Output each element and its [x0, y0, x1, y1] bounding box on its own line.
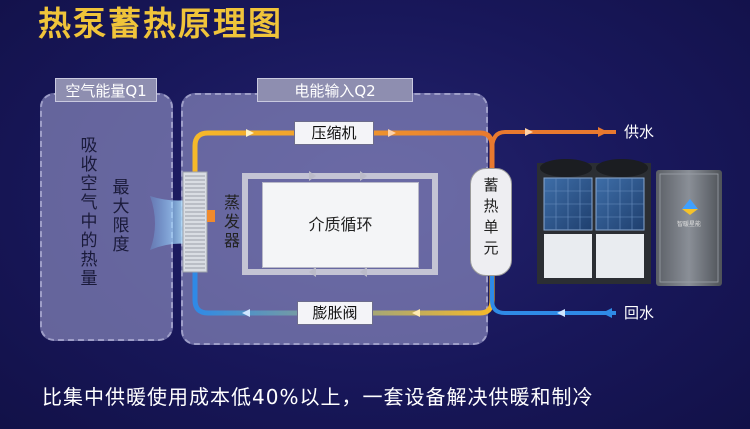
return-pipe — [490, 274, 610, 315]
return-water-label: 回水 — [624, 304, 655, 322]
supply-pipe — [490, 130, 610, 172]
bottom-slogan: 比集中供暖使用成本低40%以上，一套设备解决供暖和制冷 — [42, 385, 594, 409]
electric-energy-label: 电能输入Q2 — [257, 78, 413, 102]
storage-unit: 蓄热单元 — [470, 168, 512, 276]
evaporator-text: 蒸发器 — [223, 193, 240, 250]
boiler-logo-text: 智暖星能 — [676, 221, 701, 228]
arrow-supply-1 — [525, 128, 533, 136]
page-title: 热泵蓄热原理图 — [38, 4, 283, 43]
air-energy-panel — [40, 93, 173, 341]
arrow-bot-1 — [242, 309, 250, 317]
arrow-bot-2 — [412, 309, 420, 317]
compressor-label: 压缩机 — [294, 121, 374, 145]
expansion-valve-label: 膨胀阀 — [297, 301, 373, 325]
supply-water-label: 供水 — [624, 123, 655, 141]
storage-boiler — [656, 170, 722, 286]
air-flow-fan — [150, 196, 188, 250]
medium-circulation-box: 介质循环 — [262, 182, 419, 268]
arrow-top-1 — [246, 129, 254, 137]
heat-pump-unit — [537, 159, 651, 284]
arrow-return-1 — [557, 309, 565, 317]
arrow-supply-2 — [598, 127, 608, 137]
evaporator-frame — [242, 173, 438, 275]
absorb-heat-text: 吸收空气中的热量 — [80, 136, 98, 289]
max-degree-text: 最大限度 — [112, 178, 130, 255]
arrow-top-2 — [388, 129, 396, 137]
air-energy-label: 空气能量Q1 — [55, 78, 157, 102]
heat-exchanger — [182, 171, 208, 273]
